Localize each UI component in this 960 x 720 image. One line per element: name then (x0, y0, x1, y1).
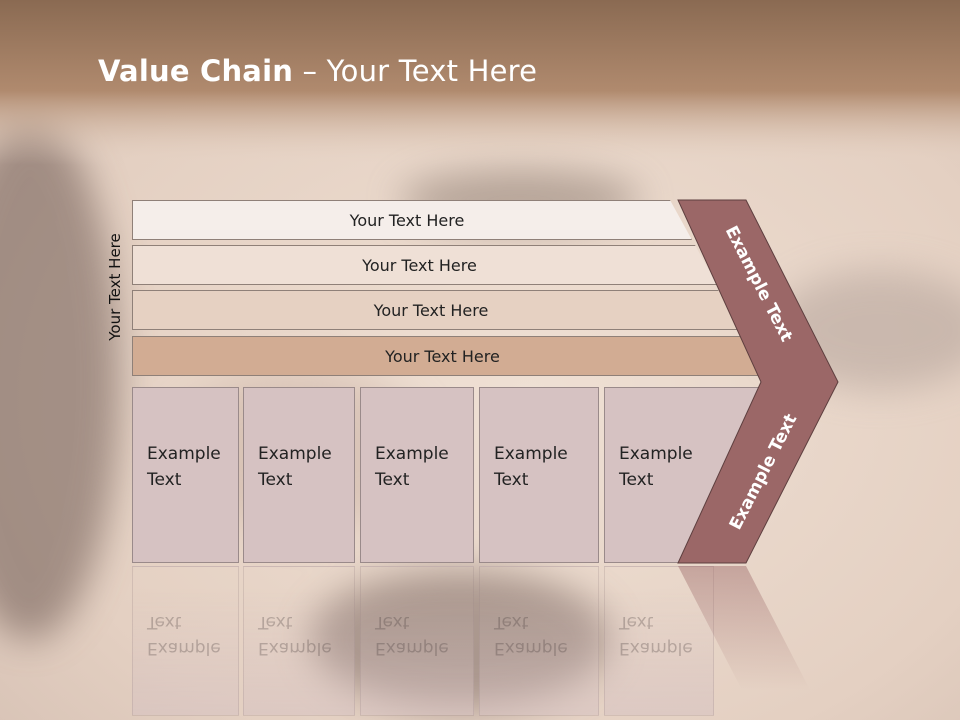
value-box-1: Example Text (132, 387, 239, 563)
row-1-label: Your Text Here (349, 210, 465, 230)
box-reflection: Example Text (479, 566, 599, 716)
row-2: Your Text Here (132, 245, 717, 285)
title-bold: Value Chain (98, 54, 294, 88)
box-reflection: Example Text (604, 566, 714, 716)
box-reflection: Example Text (243, 566, 355, 716)
slide-title: Value Chain – Your Text Here (98, 54, 537, 88)
row-1: Your Text Here (132, 200, 692, 240)
row-4-label: Your Text Here (385, 346, 500, 366)
box-reflection: Example Text (360, 566, 474, 716)
side-label: Your Text Here (106, 233, 124, 341)
row-2-label: Your Text Here (362, 255, 477, 275)
row-4: Your Text Here (132, 336, 763, 376)
value-box-2: Example Text (243, 387, 355, 563)
row-3: Your Text Here (132, 290, 740, 330)
value-box-3: Example Text (360, 387, 474, 563)
title-rest: – Your Text Here (293, 54, 538, 88)
row-3-label: Your Text Here (373, 300, 489, 320)
value-box-4: Example Text (479, 387, 599, 563)
box-reflection: Example Text (132, 566, 239, 716)
